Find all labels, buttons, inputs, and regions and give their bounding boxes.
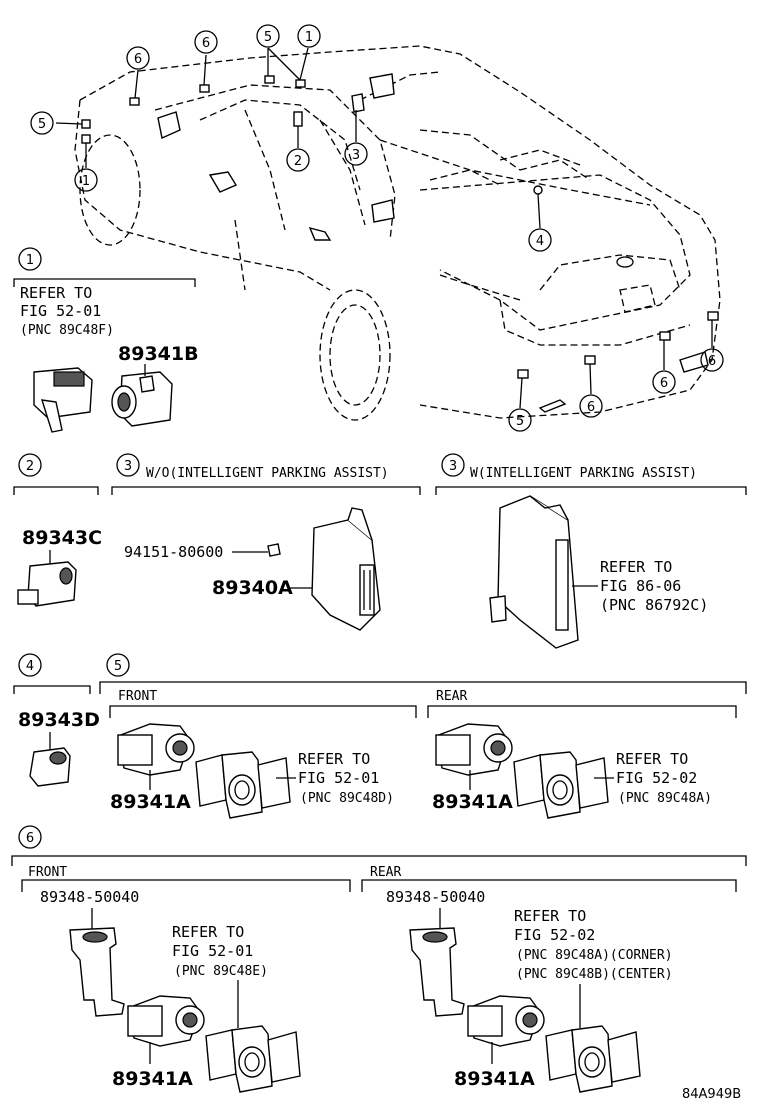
s6-rear-pnc-corner: (PNC 89C48A)(CORNER) [516, 948, 673, 963]
svg-text:6: 6 [202, 36, 210, 51]
diagram-code: 84A949B [682, 1087, 741, 1102]
s5-front-pnc: (PNC 89C48D) [300, 791, 394, 806]
svg-text:1: 1 [82, 174, 90, 189]
s1-pnc: (PNC 89C48F) [20, 323, 114, 338]
s4-part-number: 89343D [18, 709, 100, 731]
callout-1: 1 [74, 168, 98, 192]
s6-front-fig: FIG 52-01 [172, 942, 253, 960]
s1-part-number: 89341B [118, 343, 199, 365]
s6-rear-label: REAR [370, 865, 401, 880]
section-5: 5 FRONT REAR 89341A REFER TO FIG 52-01 (… [99, 653, 747, 819]
svg-text:4: 4 [26, 659, 34, 674]
callout-3: 3 [344, 142, 368, 166]
s6-rear-bracket-number: 89348-50040 [386, 888, 485, 906]
callout-6: 6 [700, 348, 724, 372]
s6-rear-sensor [467, 995, 545, 1047]
s5-rear-pnc: (PNC 89C48A) [618, 791, 712, 806]
svg-text:6: 6 [660, 376, 668, 391]
s6-rear-pnc-center: (PNC 89C48B)(CENTER) [516, 967, 673, 982]
svg-text:5: 5 [264, 30, 272, 45]
callout-6: 6 [652, 370, 676, 394]
s5-front-label: FRONT [118, 689, 157, 704]
s6-rear-bezel [545, 1025, 641, 1093]
svg-text:3: 3 [124, 459, 132, 474]
s6-front-pnc: (PNC 89C48E) [174, 964, 268, 979]
s5-rear-fig: FIG 52-02 [616, 769, 697, 787]
callout-4: 4 [528, 228, 552, 252]
section-1: 1 REFER TO FIG 52-01 (PNC 89C48F) 89341B [13, 247, 199, 433]
s2-part-number: 89343C [22, 527, 102, 549]
svg-text:5: 5 [516, 414, 524, 429]
svg-text:4: 4 [536, 234, 544, 249]
callout-6: 6 [579, 394, 603, 418]
callout-6: 6 [194, 30, 218, 54]
s3b-fig: FIG 86-06 [600, 577, 681, 595]
s5-front-fig: FIG 52-01 [298, 769, 379, 787]
s3b-pnc: (PNC 86792C) [600, 596, 708, 614]
section-6: 6 FRONT REAR 89348-50040 REFER TO FIG 52… [11, 825, 747, 1093]
s6-front-part-number: 89341A [112, 1068, 193, 1090]
s5-front-refer: REFER TO [298, 750, 370, 768]
s3a-bolt-number: 94151-80600 [124, 543, 223, 561]
s6-rear-refer: REFER TO [514, 907, 586, 925]
s3a-title: W/O(INTELLIGENT PARKING ASSIST) [146, 466, 389, 481]
s6-rear-fig: FIG 52-02 [514, 926, 595, 944]
s2-sensor [17, 561, 77, 607]
svg-text:2: 2 [294, 154, 302, 169]
svg-text:2: 2 [26, 459, 34, 474]
s6-rear-bracket [409, 927, 465, 1017]
svg-text:6: 6 [708, 354, 716, 369]
svg-text:6: 6 [134, 52, 142, 67]
svg-text:1: 1 [26, 253, 34, 268]
car-overview: 6 6 5 1 5 1 2 3 4 5 6 6 6 [30, 24, 724, 432]
callout-5: 5 [508, 408, 532, 432]
s3b-control-module [489, 495, 579, 649]
svg-text:5: 5 [114, 659, 122, 674]
callout-1: 1 [297, 24, 321, 48]
s1-sensor-right [111, 371, 173, 427]
s6-front-bezel [205, 1025, 301, 1093]
s1-sensor-left [33, 367, 93, 433]
svg-text:1: 1 [305, 30, 313, 45]
s1-refer: REFER TO [20, 284, 92, 302]
s5-rear-sensor [435, 723, 513, 776]
svg-text:3: 3 [449, 459, 457, 474]
s5-rear-part-number: 89341A [432, 791, 513, 813]
svg-text:6: 6 [26, 831, 34, 846]
s5-rear-label: REAR [436, 689, 467, 704]
s6-front-bracket-number: 89348-50040 [40, 888, 139, 906]
section-3-with-ipa: 3 W(INTELLIGENT PARKING ASSIST) REFER TO… [435, 453, 747, 649]
s5-rear-bezel [513, 751, 609, 819]
callout-2: 2 [286, 148, 310, 172]
s3a-control-module [311, 507, 381, 631]
s6-front-sensor [127, 995, 205, 1047]
s6-front-label: FRONT [28, 865, 67, 880]
s6-front-bracket [69, 927, 125, 1017]
callout-6: 6 [126, 46, 150, 70]
section-4: 4 89343D [13, 653, 100, 787]
s4-sensor [29, 747, 71, 787]
callout-5: 5 [256, 24, 280, 48]
section-2: 2 89343C [13, 453, 102, 607]
s5-front-bezel [195, 751, 291, 819]
s5-front-part-number: 89341A [110, 791, 191, 813]
s5-rear-refer: REFER TO [616, 750, 688, 768]
s3b-title: W(INTELLIGENT PARKING ASSIST) [470, 466, 697, 481]
s6-rear-part-number: 89341A [454, 1068, 535, 1090]
callout-5: 5 [30, 111, 54, 135]
svg-text:3: 3 [352, 148, 360, 163]
s3a-part-number: 89340A [212, 577, 293, 599]
svg-text:5: 5 [38, 117, 46, 132]
svg-text:6: 6 [587, 400, 595, 415]
s5-front-sensor [117, 723, 195, 776]
s6-front-refer: REFER TO [172, 923, 244, 941]
s1-fig: FIG 52-01 [20, 302, 101, 320]
section-3-without-ipa: 3 W/O(INTELLIGENT PARKING ASSIST) 94151-… [111, 453, 421, 631]
s3b-refer: REFER TO [600, 558, 672, 576]
